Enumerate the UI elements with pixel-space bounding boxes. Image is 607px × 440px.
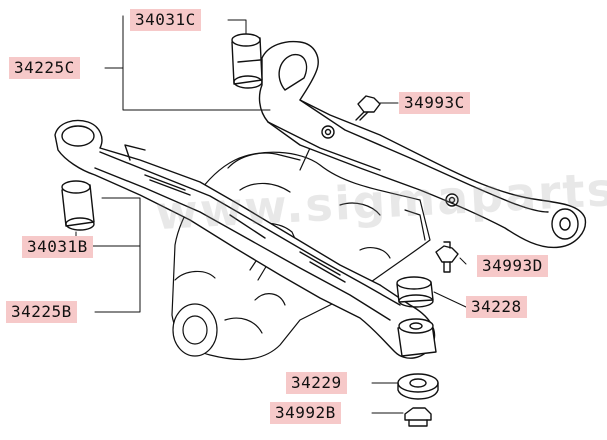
bushing-34031C [231,33,263,89]
leader-lines [75,15,467,414]
washer-34229 [397,373,439,400]
bolt-34993C [355,95,381,121]
part-label-34993C[interactable]: 34993C [399,92,470,114]
part-label-34992B[interactable]: 34992B [270,402,341,424]
part-label-34993D[interactable]: 34993D [477,255,548,277]
bushing-34031B [61,180,95,231]
part-label-34031C[interactable]: 34031C [130,9,201,31]
crossmember-rear [258,40,587,249]
part-label-34031B[interactable]: 34031B [22,236,93,258]
front-mount-bushing [397,318,437,357]
part-label-34229[interactable]: 34229 [286,372,347,394]
bolt-34992B [404,407,432,427]
part-label-34225B[interactable]: 34225B [6,301,77,323]
part-label-34225C[interactable]: 34225C [9,57,80,79]
stopper-34228 [396,276,434,308]
bolt-34993D [435,241,459,273]
part-label-34228[interactable]: 34228 [466,296,527,318]
